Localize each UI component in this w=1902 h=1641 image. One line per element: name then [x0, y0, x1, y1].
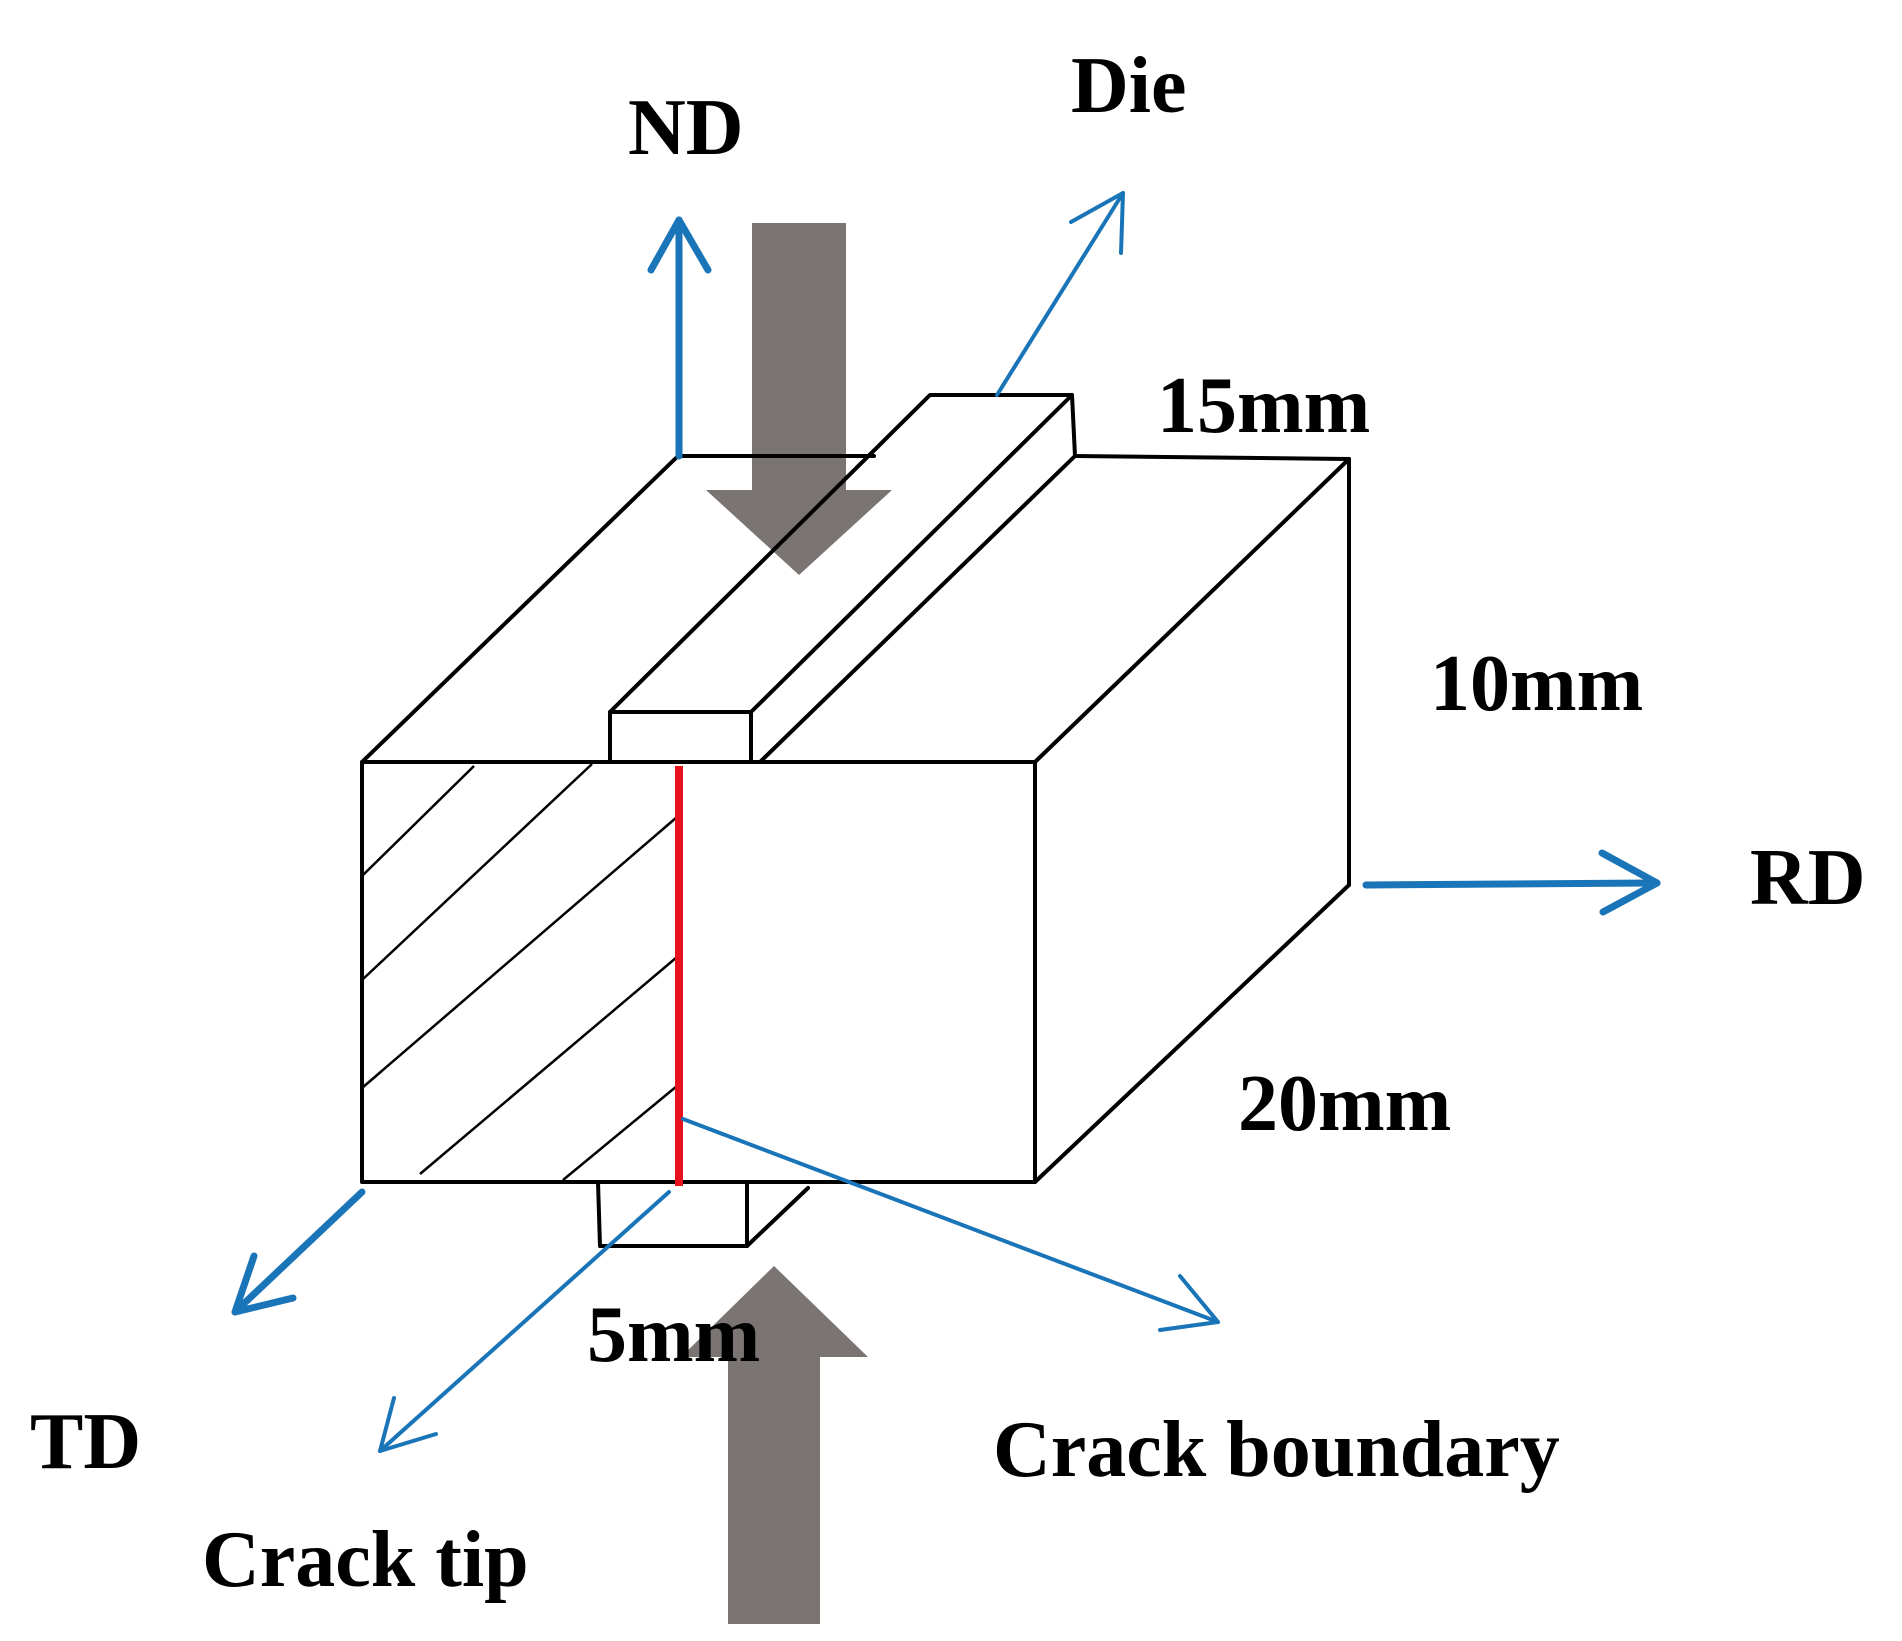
dimension-10mm-label: 10mm — [1430, 640, 1643, 728]
top-face-right-edge — [1033, 457, 1351, 764]
crack-boundary-pointer-arrow — [681, 1117, 1220, 1332]
crack-boundary-label: Crack boundary — [993, 1406, 1560, 1494]
td-label: TD — [30, 1398, 141, 1486]
die-label: Die — [1071, 42, 1187, 130]
rd-axis-arrow — [1362, 849, 1661, 916]
dimension-5mm-label: 5mm — [587, 1291, 760, 1379]
hatched-region — [361, 763, 678, 1181]
right-face-bottom-edge — [1033, 883, 1351, 1184]
top-load-arrow — [706, 223, 892, 575]
upper-die — [608, 393, 1077, 764]
crack-tip-pointer-arrow — [378, 1190, 671, 1453]
crack-tip-label: Crack tip — [202, 1516, 529, 1604]
specimen-block — [360, 454, 1351, 1184]
front-face — [360, 760, 1037, 1184]
dimension-20mm-label: 20mm — [1238, 1060, 1451, 1148]
nd-label: ND — [628, 84, 744, 172]
lower-die — [596, 1180, 810, 1248]
die-pointer-arrow — [995, 191, 1125, 397]
top-face-back-edge-right — [1073, 454, 1351, 461]
top-face-left-edge — [360, 454, 680, 764]
rd-label: RD — [1750, 834, 1866, 922]
bottom-load-arrow — [681, 1266, 868, 1624]
dimension-15mm-label: 15mm — [1157, 362, 1370, 450]
nd-axis-arrow — [647, 216, 712, 460]
td-axis-arrow — [231, 1188, 366, 1316]
